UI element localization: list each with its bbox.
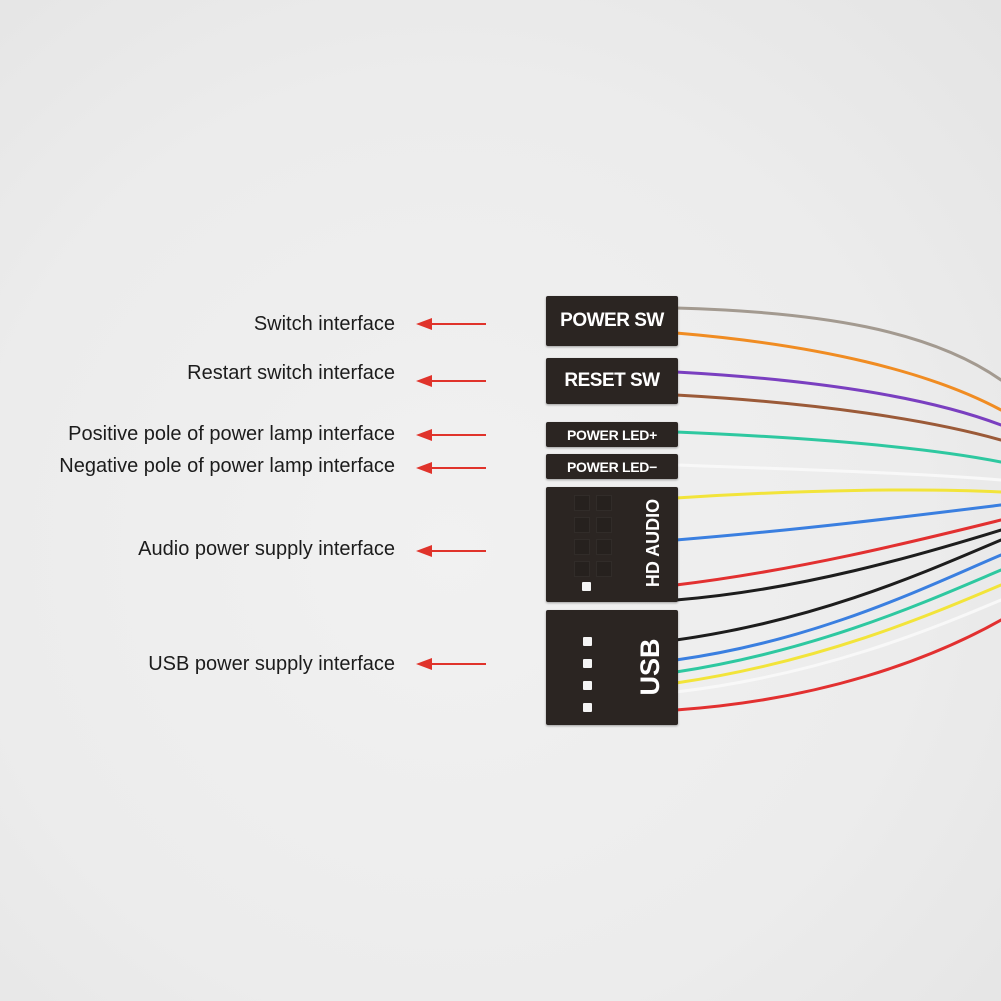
left-arrow-icon: [416, 545, 486, 557]
left-arrow-icon: [416, 429, 486, 441]
wire-yellow-audio: [674, 488, 1001, 500]
label-positive-pole-interface: Positive pole of power lamp interface: [68, 423, 395, 445]
power-sw-connector: POWER SW: [546, 296, 678, 346]
wire-white-led: [674, 463, 1001, 482]
label-audio-interface: Audio power supply interface: [138, 538, 395, 560]
arrow-audio: [416, 544, 488, 558]
wire-orange: [674, 331, 1001, 412]
hd-audio-label: HD AUDIO: [643, 498, 663, 588]
arrow-negative: [416, 461, 488, 475]
wire-red-audio: [674, 518, 1001, 587]
audio-pin-slot: [596, 539, 612, 555]
power-led-minus-connector: POWER LED−: [546, 454, 678, 479]
power-led-minus-label: POWER LED−: [567, 458, 657, 475]
arrow-switch: [416, 317, 488, 331]
wire-green-usb: [674, 568, 1001, 674]
power-led-plus-label: POWER LED+: [567, 426, 657, 443]
arrow-restart: [416, 374, 488, 388]
usb-connector: USB: [546, 610, 678, 725]
usb-pin: [583, 637, 592, 646]
reset-sw-label: RESET SW: [564, 370, 660, 391]
wire-red-usb: [674, 618, 1001, 712]
audio-pin-slot: [596, 495, 612, 511]
wire-purple: [674, 370, 1001, 427]
arrow-positive: [416, 428, 488, 442]
wire-blue-audio: [674, 503, 1001, 542]
left-arrow-icon: [416, 375, 486, 387]
label-restart-switch-interface: Restart switch interface: [187, 362, 395, 384]
audio-pin-slot: [596, 517, 612, 533]
wire-black-usb: [674, 538, 1001, 642]
audio-pin-slot: [574, 517, 590, 533]
usb-pin: [583, 659, 592, 668]
left-arrow-icon: [416, 462, 486, 474]
wire-black-audio: [674, 528, 1001, 602]
usb-pin: [583, 681, 592, 690]
audio-pin: [582, 582, 591, 591]
power-led-plus-connector: POWER LED+: [546, 422, 678, 447]
wire-green-led: [674, 430, 1001, 464]
wire-brown: [674, 393, 1001, 442]
label-negative-pole-interface: Negative pole of power lamp interface: [59, 455, 395, 477]
label-switch-interface: Switch interface: [253, 313, 395, 335]
left-arrow-icon: [416, 318, 486, 330]
audio-pin-slot: [574, 539, 590, 555]
wire-blue-usb: [674, 553, 1001, 662]
hd-audio-connector: HD AUDIO: [546, 487, 678, 602]
audio-pin-slot: [596, 561, 612, 577]
power-sw-label: POWER SW: [560, 310, 664, 331]
usb-label: USB: [635, 638, 665, 696]
label-usb-interface: USB power supply interface: [148, 653, 395, 675]
usb-pin: [583, 703, 592, 712]
left-arrow-icon: [416, 658, 486, 670]
audio-pin-slot: [574, 495, 590, 511]
reset-sw-connector: RESET SW: [546, 358, 678, 404]
arrow-usb: [416, 657, 488, 671]
wire-yellow-usb: [674, 583, 1001, 685]
audio-pin-slot: [574, 561, 590, 577]
wire-white-usb: [674, 598, 1001, 694]
wire-gray: [674, 306, 1001, 382]
